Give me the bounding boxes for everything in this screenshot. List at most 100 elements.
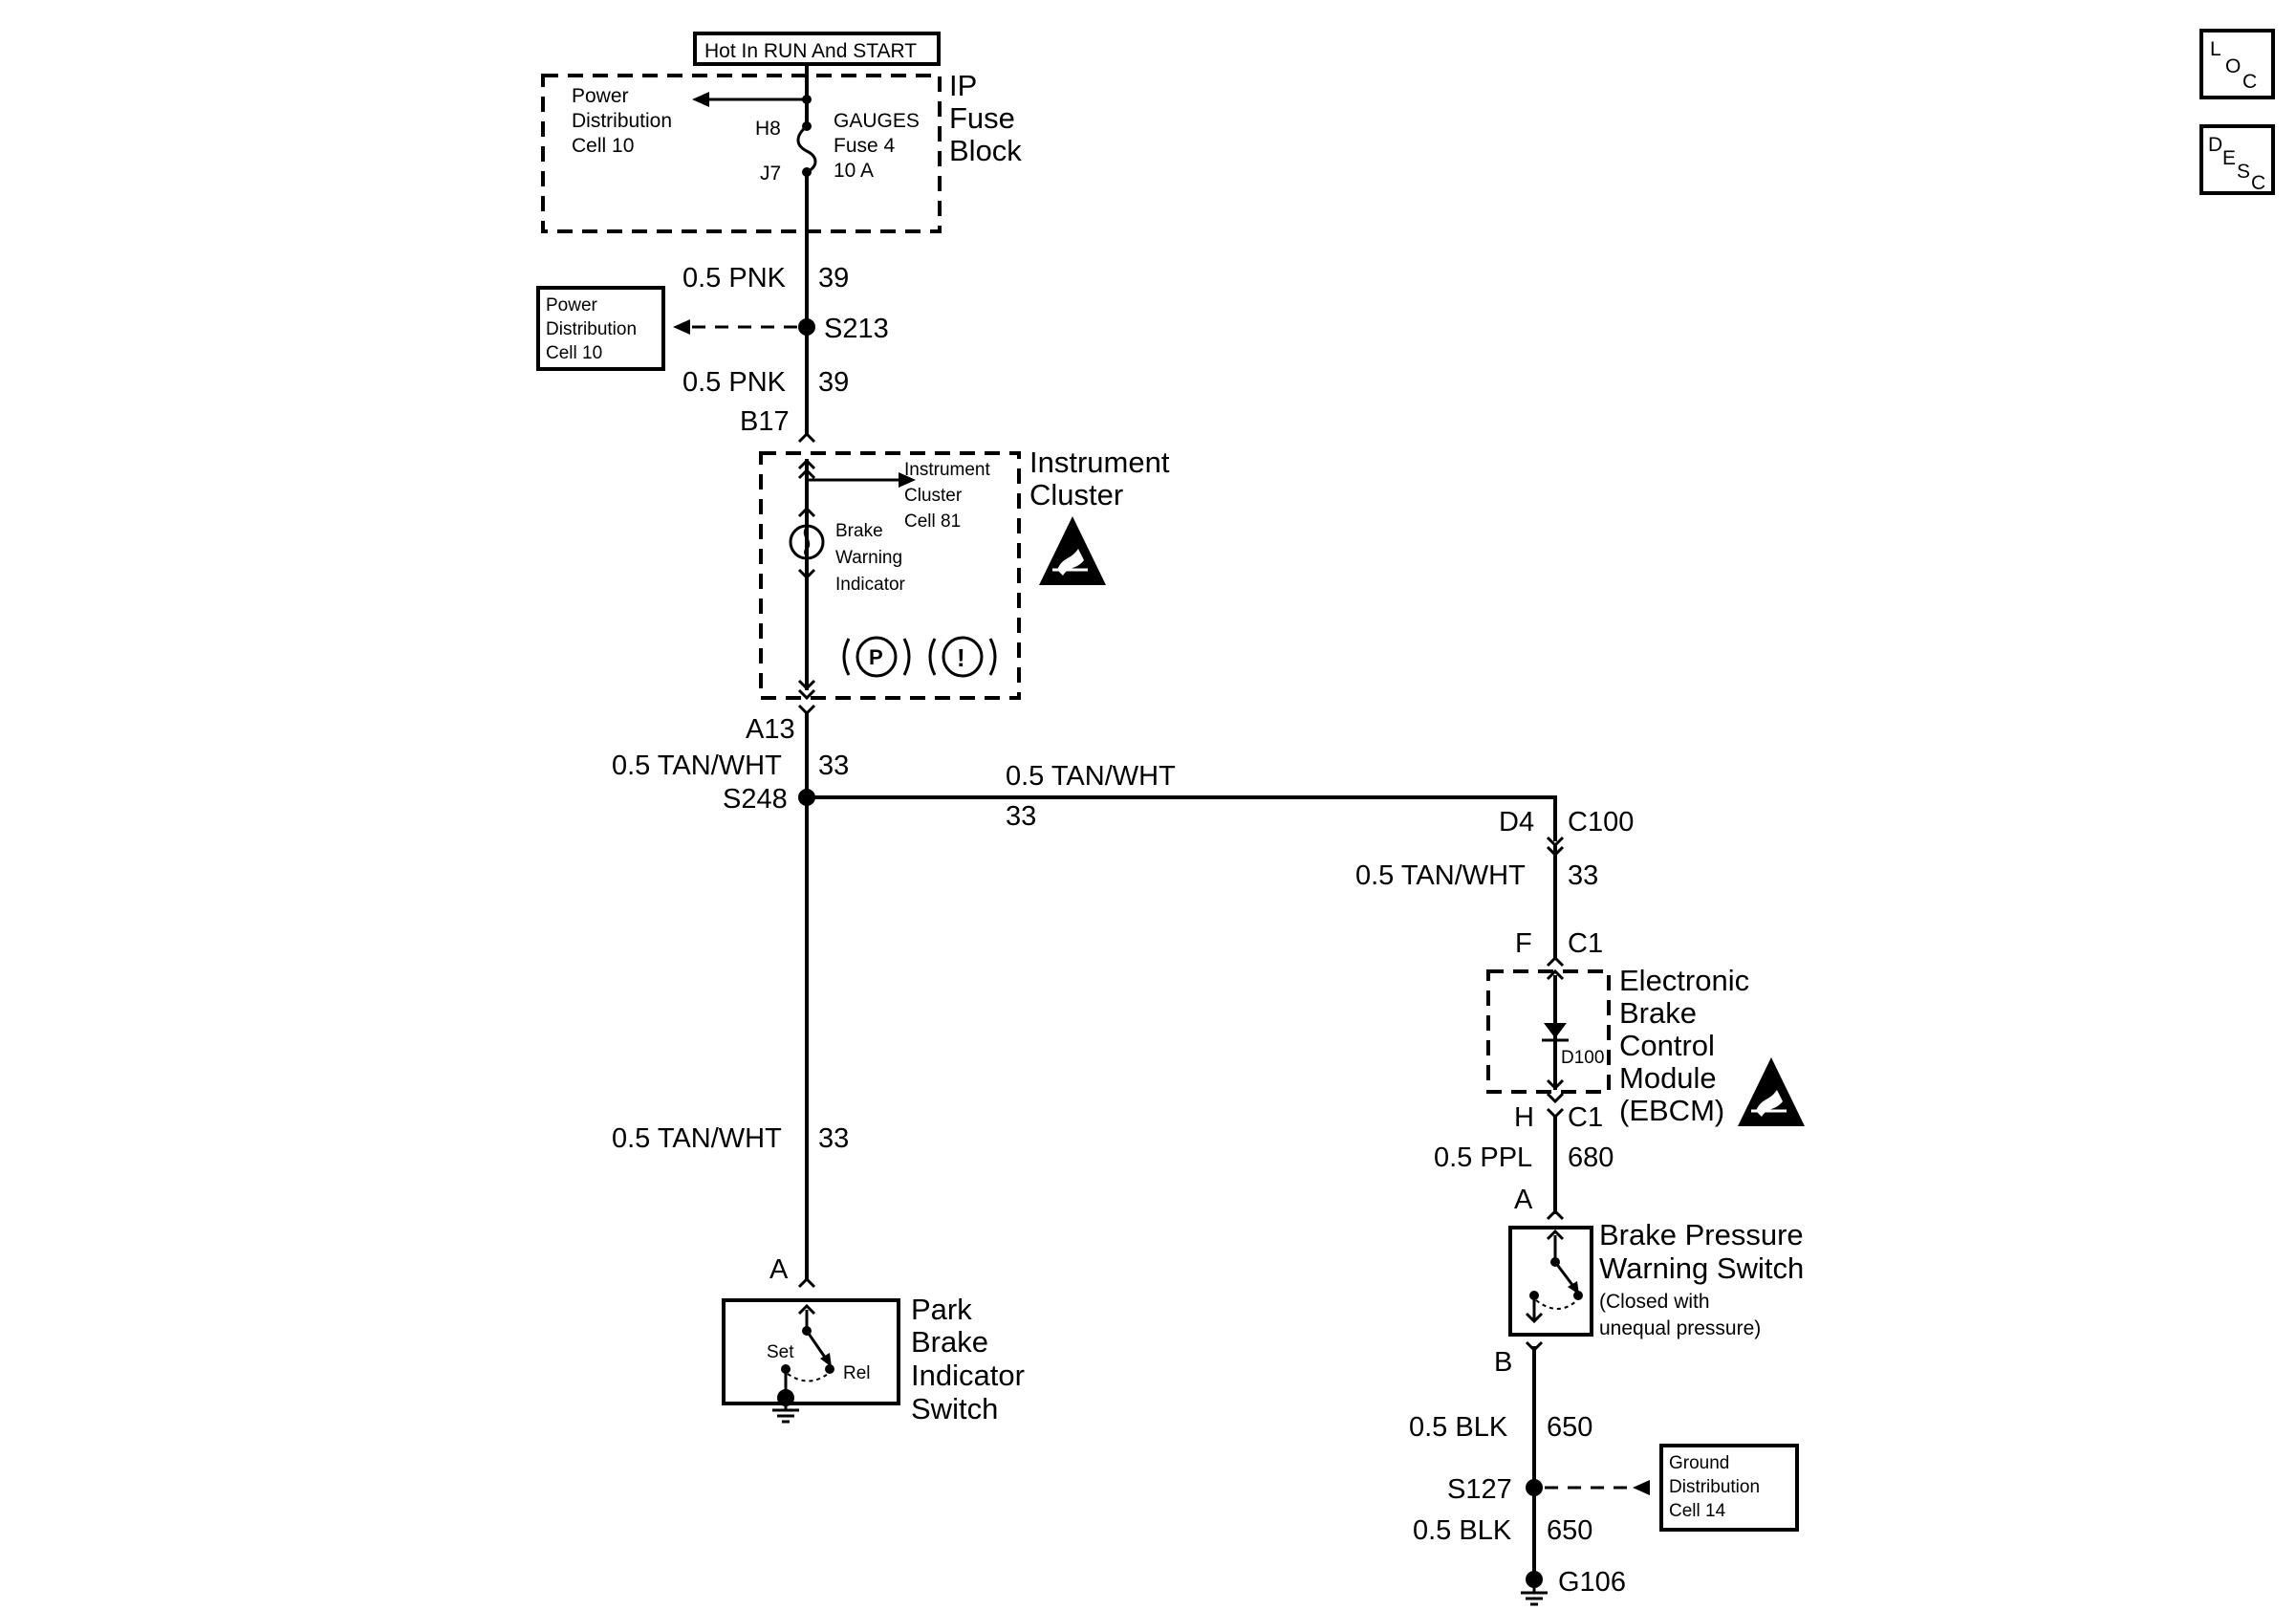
svg-text:Power: Power	[546, 295, 598, 315]
bpws-pin-a: A	[1514, 1185, 1533, 1215]
ebcm-conn-c1-top: C1	[1568, 928, 1603, 959]
arrow-right-icon	[899, 472, 916, 488]
wire-33-circuit-b: 33	[1006, 801, 1036, 832]
pin-h8: H8	[755, 118, 781, 140]
fuse-block-title-1: IP	[949, 69, 977, 102]
svg-text:Cell 10: Cell 10	[546, 343, 602, 363]
wire-39-circuit-lower: 39	[818, 367, 849, 398]
svg-text:P: P	[869, 645, 883, 669]
svg-text:Distribution: Distribution	[546, 319, 637, 339]
svg-text:G106: G106	[1558, 1567, 1626, 1598]
svg-text:Switch: Switch	[911, 1392, 998, 1425]
diode-label: D100	[1561, 1048, 1604, 1068]
svg-text:Brake Pressure: Brake Pressure	[1599, 1218, 1804, 1251]
pin-j7: J7	[760, 163, 781, 185]
svg-text:Brake: Brake	[1619, 996, 1697, 1030]
svg-text:Brake: Brake	[911, 1325, 988, 1359]
arrow-left-icon	[1633, 1480, 1650, 1495]
wire-39-circuit-upper: 39	[818, 263, 849, 294]
wire-680-circuit: 680	[1568, 1142, 1614, 1173]
svg-text:Rel: Rel	[843, 1363, 871, 1383]
svg-text:Control: Control	[1619, 1029, 1715, 1062]
arrow-left-icon	[692, 92, 709, 107]
fuse-block-title-3: Block	[949, 134, 1022, 167]
ebcm-pin-f: F	[1515, 928, 1532, 959]
arrow-left-icon	[673, 319, 690, 335]
fuse-block-title-2: Fuse	[949, 101, 1015, 135]
splice-s248-label: S248	[723, 784, 788, 815]
svg-text:O: O	[2225, 55, 2241, 77]
svg-text:Cell 14: Cell 14	[1669, 1501, 1726, 1521]
ground-g106: G106	[1521, 1567, 1626, 1606]
ebcm-pin-h: H	[1514, 1102, 1534, 1133]
wire-650-gauge-upper: 0.5 BLK	[1409, 1412, 1508, 1443]
svg-text:GAUGES: GAUGES	[834, 110, 920, 132]
loc-button[interactable]: L O C	[2199, 29, 2275, 99]
fuse-icon	[796, 124, 817, 174]
connector-icon	[797, 431, 816, 444]
svg-text:D: D	[2208, 134, 2222, 156]
hot-at-label: Hot In RUN And START	[693, 32, 941, 66]
instrument-cluster: Instrument Cluster Instrument Cluster Ce…	[759, 446, 1170, 701]
park-switch-pin-a: A	[769, 1254, 789, 1285]
svg-text:C: C	[2251, 172, 2265, 194]
splice-s127: S127 Ground Distribution Cell 14	[1447, 1444, 1799, 1532]
diode-icon	[1544, 1023, 1567, 1038]
svg-text:Distribution: Distribution	[572, 110, 672, 132]
svg-text:Indicator: Indicator	[835, 575, 906, 595]
svg-text:Set: Set	[767, 1342, 794, 1362]
c100-pin: D4	[1499, 807, 1534, 838]
svg-text:S: S	[2237, 161, 2250, 183]
connector-a13: A13	[746, 714, 795, 745]
brake-warning-symbol-icon: !	[928, 636, 997, 678]
desc-button[interactable]: D E S C	[2199, 124, 2275, 195]
connector-b17: B17	[740, 406, 790, 437]
svg-text:unequal pressure): unequal pressure)	[1599, 1317, 1761, 1339]
svg-text:(EBCM): (EBCM)	[1619, 1094, 1724, 1127]
svg-text:Electronic: Electronic	[1619, 964, 1749, 997]
svg-text:Park: Park	[911, 1293, 972, 1326]
connector-icon	[797, 704, 816, 716]
wire-39-gauge-upper: 0.5 PNK	[682, 263, 787, 294]
wire-680-gauge: 0.5 PPL	[1434, 1142, 1532, 1173]
wire-650-circuit-lower: 650	[1547, 1515, 1592, 1546]
wire-33-gauge-a: 0.5 TAN/WHT	[612, 751, 782, 781]
wire-33-circuit-c: 33	[1568, 860, 1598, 891]
svg-text:Instrument: Instrument	[1029, 446, 1170, 479]
splice-s213: S213 Power Distribution Cell 10	[536, 286, 889, 371]
svg-text:Module: Module	[1619, 1061, 1717, 1095]
svg-text:Cell 10: Cell 10	[572, 135, 634, 157]
c100-name: C100	[1568, 807, 1634, 838]
svg-text:Hot In RUN And START: Hot In RUN And START	[704, 40, 917, 62]
svg-text:E: E	[2222, 147, 2236, 169]
svg-text:Cell 81: Cell 81	[904, 511, 961, 532]
wire-33-circuit-a: 33	[818, 751, 849, 781]
wire-33-gauge-b: 0.5 TAN/WHT	[1006, 761, 1176, 792]
svg-text:Cluster: Cluster	[1029, 478, 1123, 511]
brake-pressure-warning-switch: A Brake Pressure Warning Switch (Closed …	[1508, 1185, 1804, 1339]
svg-text:Power: Power	[572, 85, 629, 107]
svg-text:S127: S127	[1447, 1474, 1512, 1505]
svg-text:Warning Switch: Warning Switch	[1599, 1251, 1804, 1285]
svg-text:Instrument: Instrument	[904, 460, 990, 480]
svg-text:Indicator: Indicator	[911, 1359, 1025, 1392]
ebcm-conn-c1-bottom: C1	[1568, 1102, 1603, 1133]
park-brake-symbol-icon: P	[842, 636, 911, 678]
svg-text:(Closed with: (Closed with	[1599, 1291, 1710, 1313]
wire-33-gauge-d: 0.5 TAN/WHT	[612, 1123, 782, 1154]
svg-text:Warning: Warning	[835, 548, 902, 568]
svg-text:Cluster: Cluster	[904, 486, 963, 506]
park-brake-indicator-switch: A Set Rel Park Brake Indicator Switch	[722, 1254, 1025, 1425]
svg-text:S213: S213	[824, 314, 889, 344]
esd-warning-icon	[1039, 516, 1106, 585]
svg-text:C: C	[2242, 71, 2257, 93]
svg-text:Distribution: Distribution	[1669, 1477, 1760, 1497]
esd-warning-icon	[1738, 1057, 1805, 1126]
svg-text:!: !	[957, 643, 965, 672]
wire-33-circuit-d: 33	[818, 1123, 849, 1154]
svg-text:L: L	[2210, 38, 2221, 60]
bpws-pin-b: B	[1494, 1347, 1512, 1378]
switch-arm-icon	[820, 1353, 832, 1367]
wire-650-gauge-lower: 0.5 BLK	[1413, 1515, 1512, 1546]
